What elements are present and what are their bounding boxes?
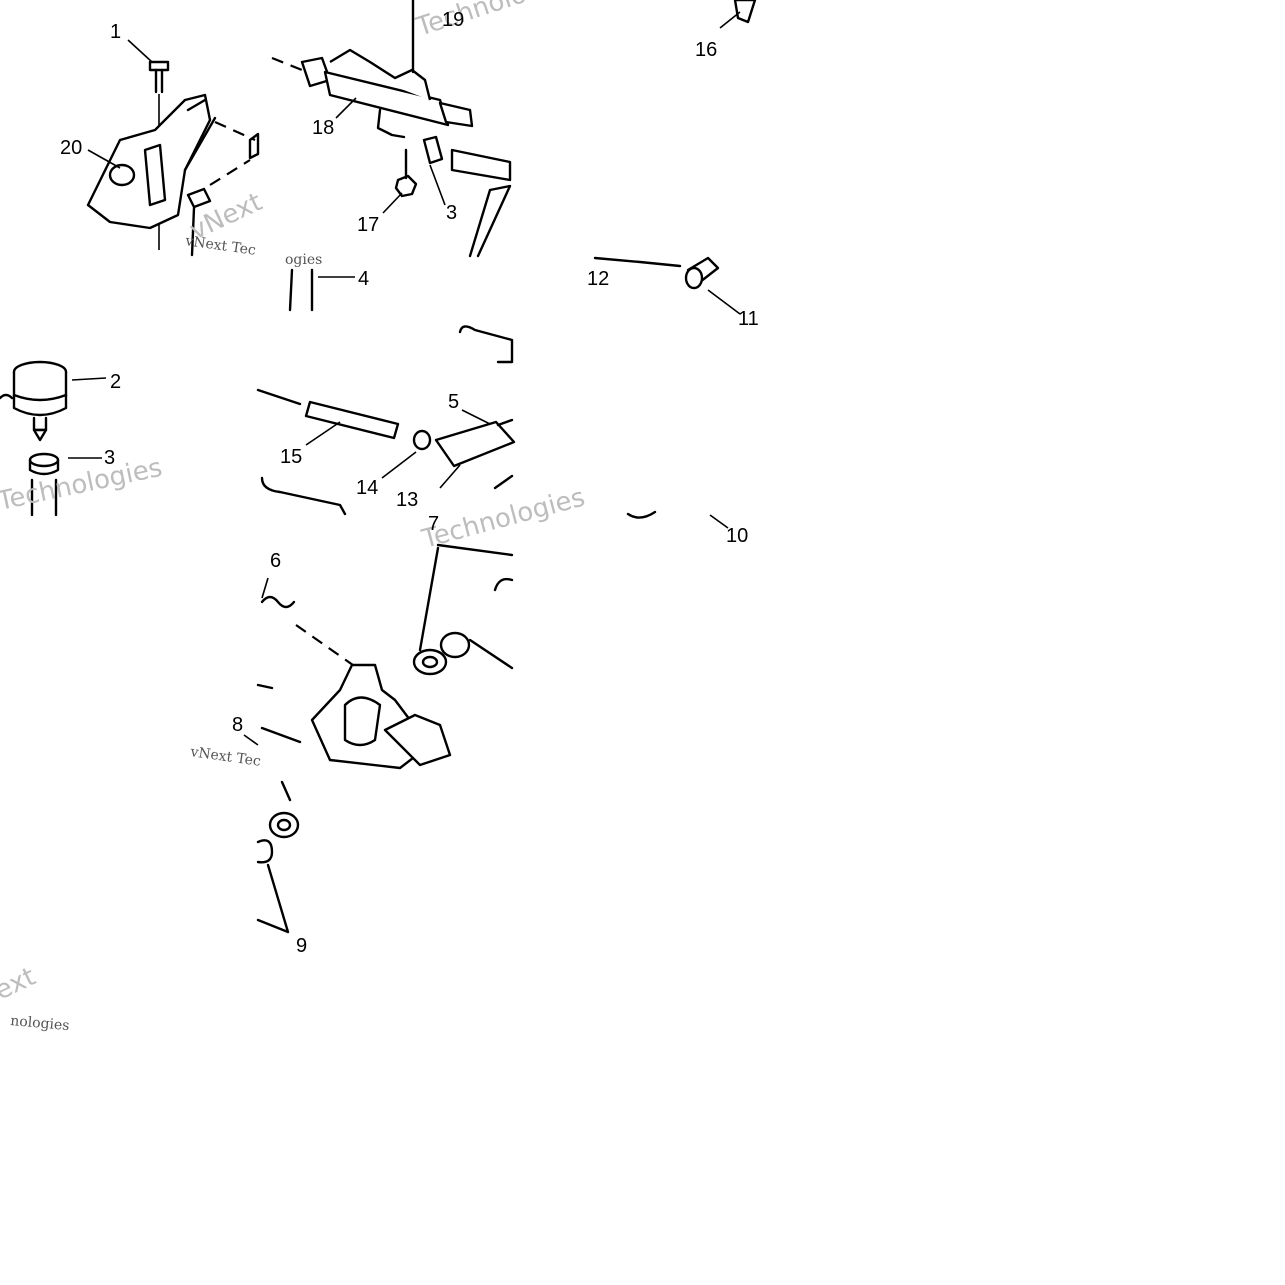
callout-2: 2 xyxy=(110,371,121,393)
part-10-fragment xyxy=(626,510,657,519)
part-16-fragment xyxy=(733,0,757,24)
master-cylinder-assembly xyxy=(271,0,512,258)
hose-fragments xyxy=(288,256,720,312)
callout-4: 4 xyxy=(358,268,369,290)
svg-text:nologies: nologies xyxy=(10,1013,70,1034)
pedal-bracket-assembly xyxy=(256,543,514,770)
pushrod-assembly xyxy=(256,325,516,516)
svg-text:ext: ext xyxy=(0,962,40,1007)
callout-8: 8 xyxy=(232,714,243,736)
svg-text:ogies: ogies xyxy=(285,252,322,268)
svg-text:Technolo: Technolo xyxy=(412,0,530,43)
watermarks: Technolo vNext vNext Tec ogies Technolog… xyxy=(0,0,588,1034)
svg-text:vNext Tec: vNext Tec xyxy=(183,233,256,259)
callout-16: 16 xyxy=(695,39,717,61)
bracket-assembly xyxy=(86,60,260,257)
svg-text:Technologies: Technologies xyxy=(418,483,588,555)
callout-11: 11 xyxy=(738,308,759,330)
callout-17: 17 xyxy=(357,214,379,236)
svg-text:vNext Tec: vNext Tec xyxy=(188,744,261,770)
callout-20: 20 xyxy=(60,137,82,159)
callout-10: 10 xyxy=(726,525,748,547)
reservoir-assembly xyxy=(0,360,68,517)
callout-labels: 1 20 19 18 17 3 16 4 12 11 2 3 5 15 14 1… xyxy=(60,9,759,957)
callout-15: 15 xyxy=(280,446,302,468)
callout-3b: 3 xyxy=(104,447,115,469)
callout-18: 18 xyxy=(312,117,334,139)
callout-6: 6 xyxy=(270,550,281,572)
callout-19: 19 xyxy=(442,9,464,31)
leader-lines xyxy=(68,11,741,746)
svg-text:Technologies: Technologies xyxy=(0,453,165,517)
callout-1: 1 xyxy=(110,21,121,43)
callout-14: 14 xyxy=(356,477,378,499)
washer-parts xyxy=(256,780,300,934)
callout-12: 12 xyxy=(587,268,609,290)
callout-7: 7 xyxy=(428,513,439,535)
callout-9: 9 xyxy=(296,935,307,957)
callout-13: 13 xyxy=(396,489,418,511)
callout-5: 5 xyxy=(448,391,459,413)
callout-3a: 3 xyxy=(446,202,457,224)
